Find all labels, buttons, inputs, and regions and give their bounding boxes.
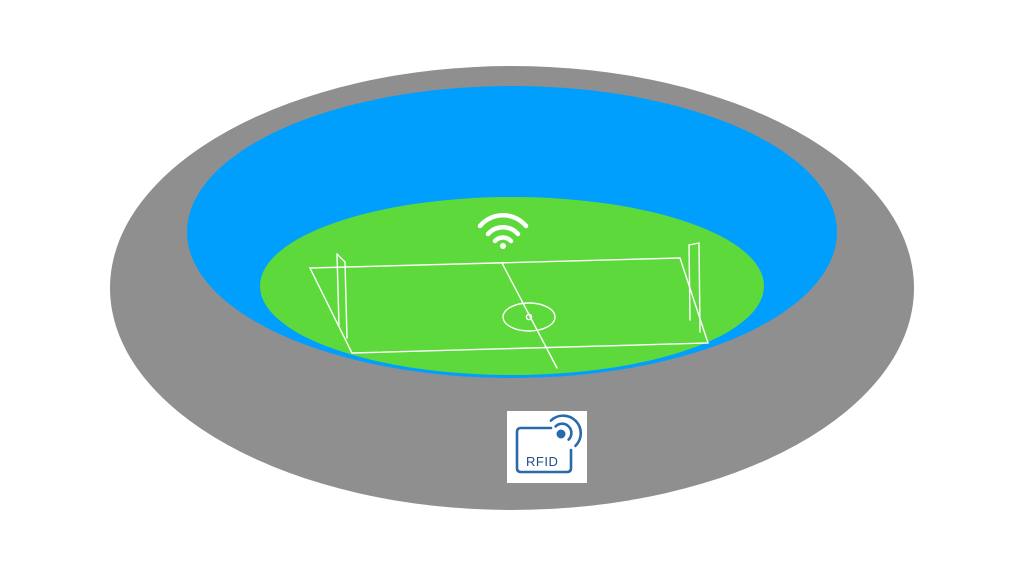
halfway-line <box>501 262 558 369</box>
wifi-icon <box>477 213 529 249</box>
rfid-badge: RFID <box>507 411 587 483</box>
pitch <box>260 197 764 375</box>
rfid-signal-outer-arc <box>549 414 583 448</box>
left-goal-post-front <box>336 253 340 327</box>
left-goal-crossbar <box>336 253 346 263</box>
rfid-label: RFID <box>526 454 558 469</box>
right-goal-crossbar <box>688 242 700 246</box>
rfid-signal-inner-arc <box>554 422 573 441</box>
rfid-icon <box>515 414 583 474</box>
center-circle <box>502 302 556 332</box>
rfid-card-outline <box>515 426 573 474</box>
football-field-lines <box>308 242 709 369</box>
rfid-signal-dot <box>556 429 566 439</box>
right-goal-post-front <box>688 244 691 321</box>
field-outline <box>308 257 709 354</box>
left-goal-post-back <box>344 261 348 339</box>
center-ball-icon <box>525 313 533 321</box>
right-goal-post-back <box>698 242 701 333</box>
